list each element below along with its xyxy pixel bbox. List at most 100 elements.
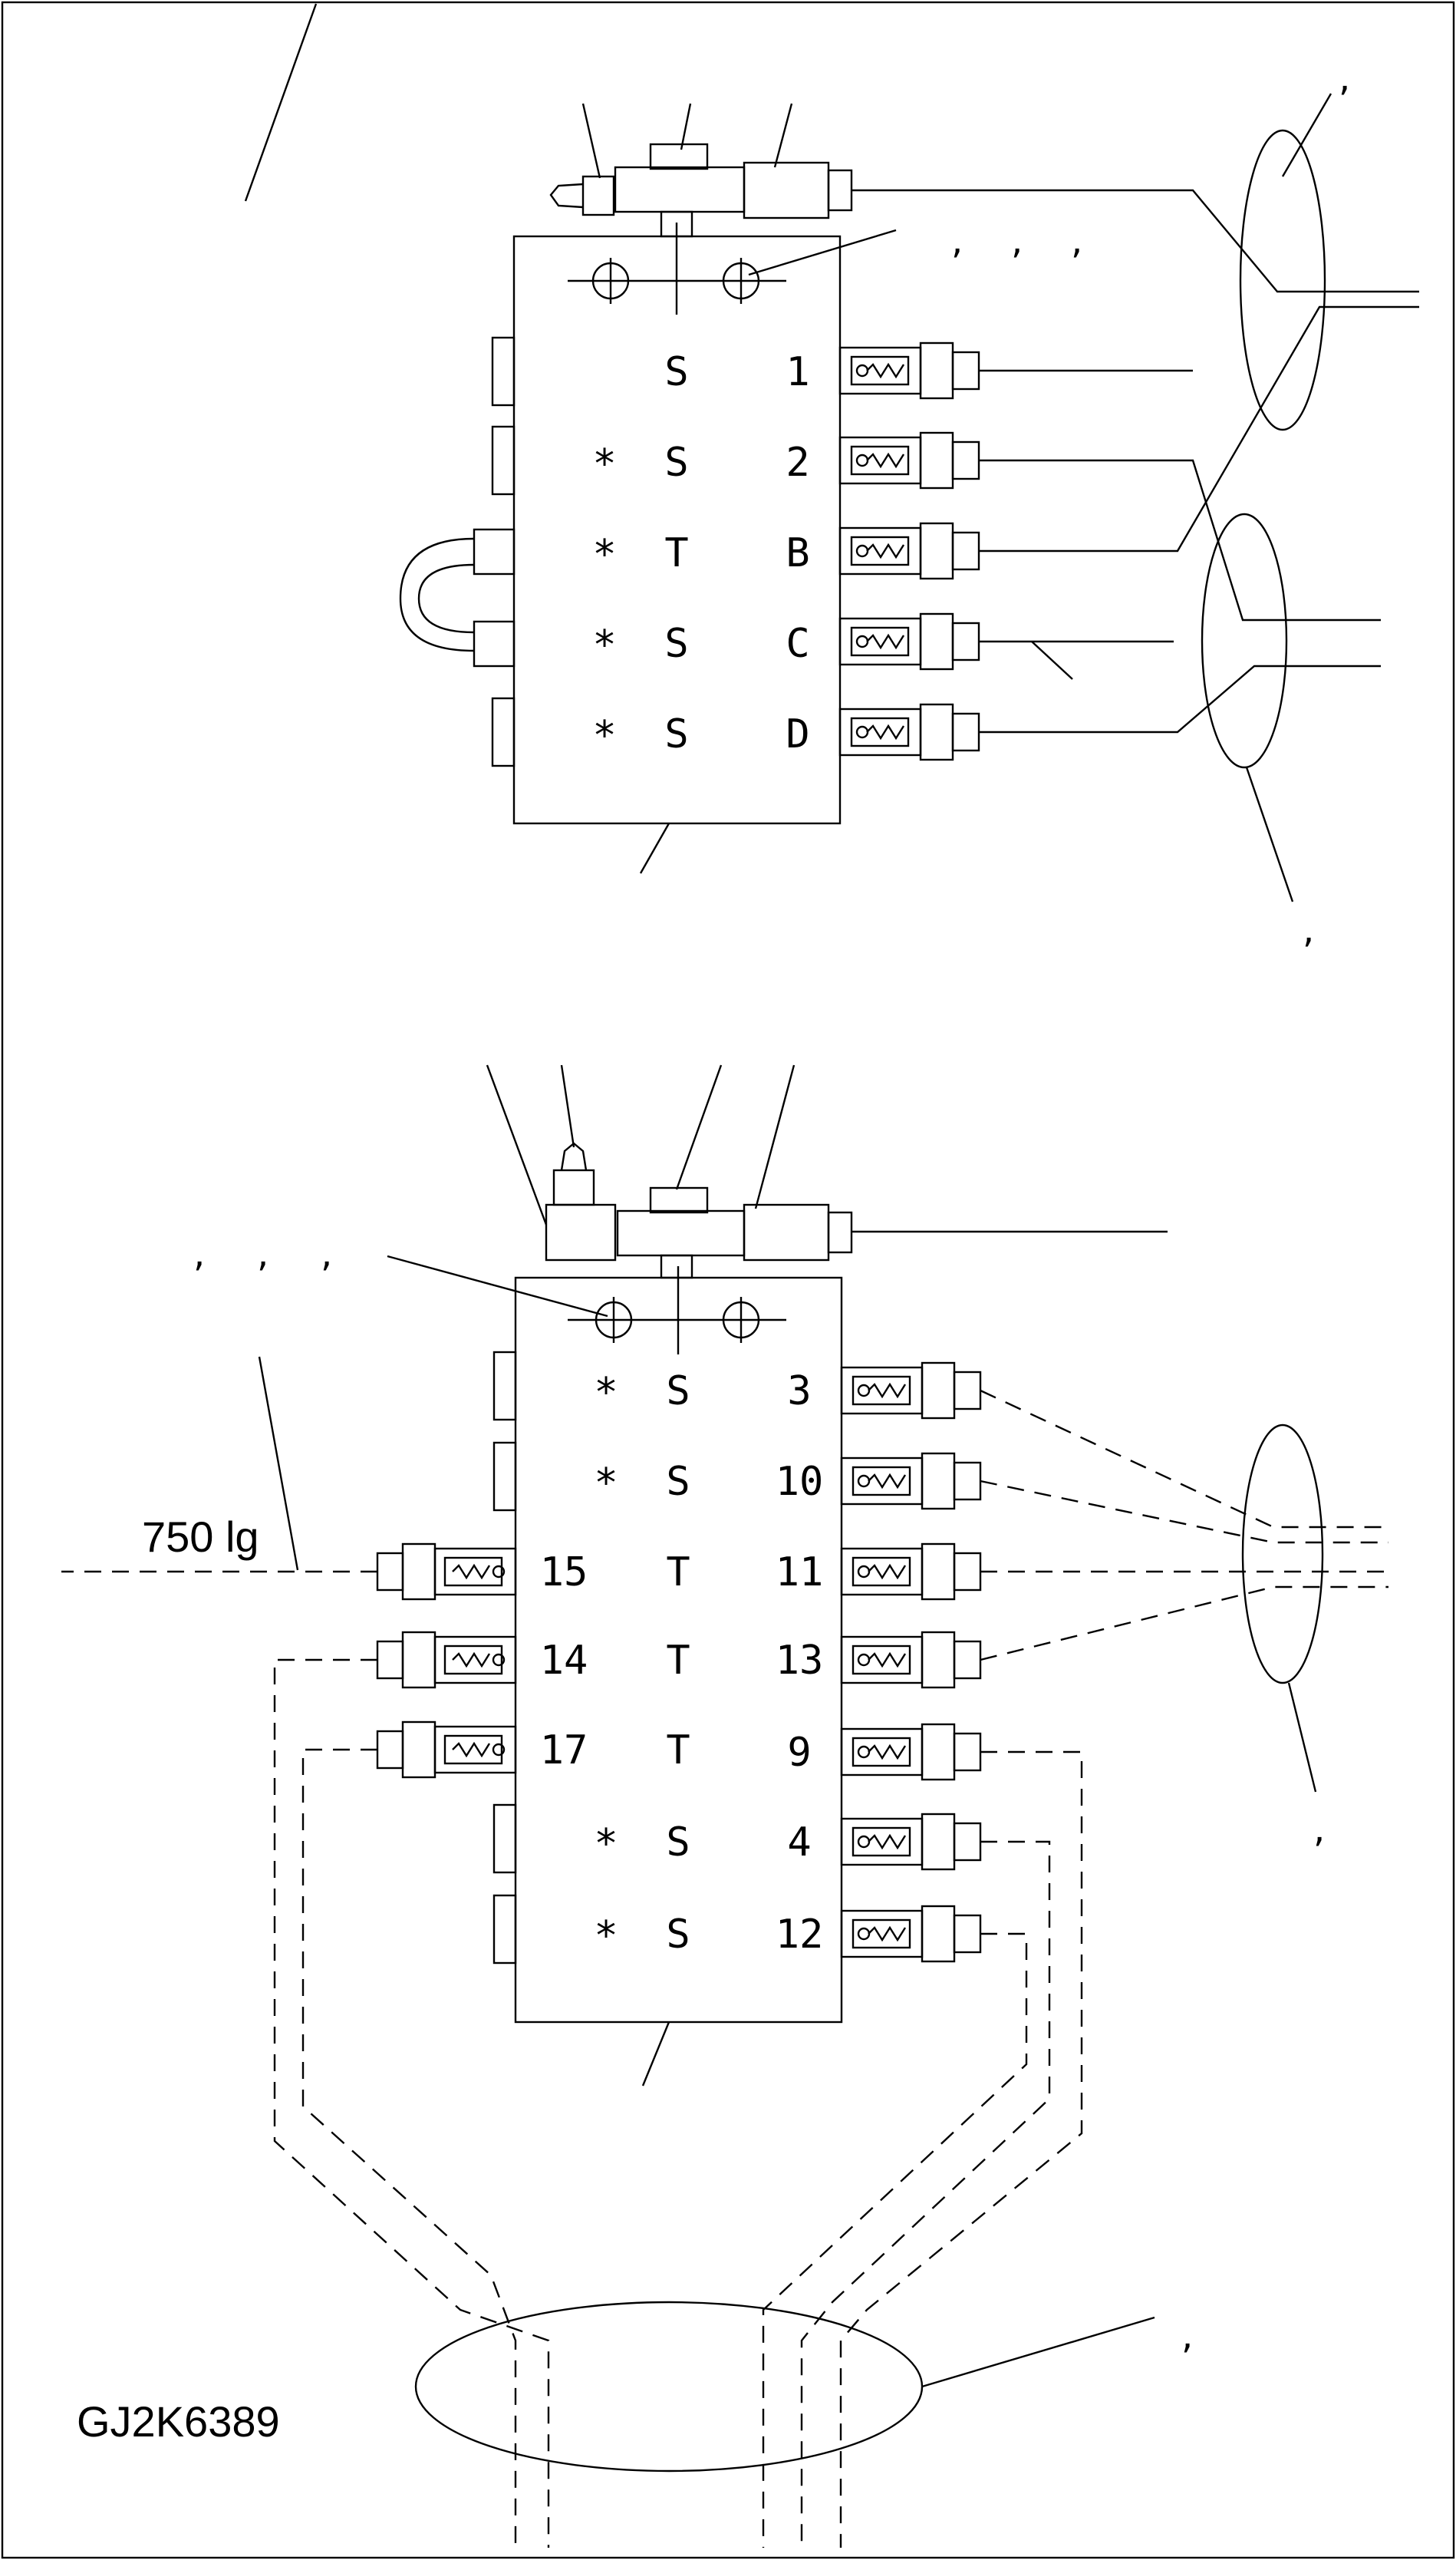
comma-mark: , bbox=[1071, 219, 1082, 262]
block-b-nipple-tip bbox=[560, 1142, 588, 1171]
leader bbox=[1245, 767, 1294, 902]
outlet-14 bbox=[376, 1631, 517, 1689]
outlet-label: C bbox=[786, 621, 809, 667]
comma-mark: , bbox=[1181, 2314, 1193, 2357]
outlet-label: 12 bbox=[776, 1912, 824, 1958]
comma-mark: , bbox=[257, 1232, 268, 1275]
block-b-top-stem bbox=[660, 1254, 693, 1279]
left-plug bbox=[491, 336, 516, 407]
row-center-mark: S bbox=[666, 1368, 690, 1414]
row-center-mark: S bbox=[664, 349, 688, 395]
clamp-ellipse bbox=[1201, 513, 1288, 769]
outlet-10 bbox=[840, 1452, 982, 1510]
block-a-nipple-tip bbox=[549, 183, 584, 209]
drawing-code: GJ2K6389 bbox=[77, 2397, 280, 2446]
leader bbox=[680, 103, 692, 150]
outlet-label: 11 bbox=[776, 1549, 824, 1595]
distribution-block-a: , , , bbox=[244, 3, 1082, 874]
row-center-mark: S bbox=[664, 621, 688, 667]
block-b-top-tee bbox=[616, 1209, 746, 1257]
block-a-grease-nipple bbox=[581, 175, 615, 216]
left-jumper-fitting bbox=[473, 528, 516, 576]
outlet-12 bbox=[840, 1905, 982, 1963]
outlet-label: 1 bbox=[786, 349, 809, 395]
left-plug bbox=[491, 425, 516, 496]
outlet-d bbox=[838, 703, 980, 761]
leader bbox=[486, 1064, 548, 1226]
leader bbox=[748, 229, 897, 276]
row-left-mark: * bbox=[594, 1370, 618, 1416]
row-left-label: 15 bbox=[540, 1549, 588, 1595]
block-b-top-nut bbox=[649, 1186, 709, 1214]
outlet-label: 10 bbox=[776, 1459, 824, 1505]
weight-label: 750 lg bbox=[142, 1513, 259, 1561]
outlet-label: D bbox=[786, 711, 809, 757]
outlet-label: 9 bbox=[787, 1730, 811, 1776]
block-a-outlet-fitting bbox=[743, 161, 830, 219]
row-center-mark: S bbox=[664, 440, 688, 486]
leader bbox=[1287, 1682, 1317, 1793]
row-left-mark: * bbox=[592, 441, 616, 487]
comma-mark: , bbox=[1339, 57, 1350, 100]
left-plug bbox=[491, 697, 516, 767]
outlet-1 bbox=[838, 341, 980, 400]
left-jumper-fitting bbox=[473, 620, 516, 668]
outlet-4 bbox=[840, 1813, 982, 1871]
outlet-label: 3 bbox=[787, 1368, 811, 1414]
outlet-13 bbox=[840, 1631, 982, 1689]
row-center-mark: S bbox=[666, 1912, 690, 1958]
leader bbox=[244, 3, 318, 202]
row-center-mark: T bbox=[666, 1638, 690, 1684]
leader bbox=[387, 1255, 608, 1318]
comma-mark: , bbox=[1303, 909, 1314, 952]
comma-mark: , bbox=[193, 1232, 205, 1275]
left-plug bbox=[492, 1441, 517, 1512]
comma-mark: , bbox=[1011, 219, 1023, 262]
row-left-mark: * bbox=[594, 1913, 618, 1959]
row-center-mark: T bbox=[666, 1727, 690, 1773]
clamp-ellipse bbox=[1241, 1424, 1324, 1684]
clamp-ellipse bbox=[414, 2301, 924, 2473]
block-a-top-nut bbox=[649, 143, 709, 170]
row-left-mark: * bbox=[592, 532, 616, 578]
lower-piping: 750 lg , , bbox=[61, 1356, 1388, 2548]
outlet-9 bbox=[840, 1723, 982, 1781]
outlet-label: B bbox=[786, 530, 809, 576]
outlet-17 bbox=[376, 1720, 517, 1779]
row-left-label: 17 bbox=[540, 1727, 588, 1773]
left-plug bbox=[492, 1894, 517, 1965]
comma-mark: , bbox=[1313, 1808, 1325, 1851]
upper-piping: , , bbox=[852, 57, 1419, 952]
row-left-mark: * bbox=[592, 713, 616, 759]
block-b-elbow bbox=[545, 1203, 617, 1262]
jumper-tube bbox=[399, 537, 475, 652]
leader bbox=[581, 103, 601, 179]
comma-mark: , bbox=[951, 219, 963, 262]
jumper-tube bbox=[417, 563, 475, 634]
clamp-ellipse bbox=[1239, 129, 1326, 431]
outlet-label: 4 bbox=[787, 1819, 811, 1866]
outlet-c bbox=[838, 612, 980, 671]
outlet-b bbox=[838, 522, 980, 580]
outlet-label: 13 bbox=[776, 1638, 824, 1684]
row-center-mark: S bbox=[664, 711, 688, 757]
outlet-label: 2 bbox=[786, 440, 809, 486]
row-left-mark: * bbox=[592, 622, 616, 668]
leader bbox=[258, 1356, 299, 1571]
row-left-label: 14 bbox=[540, 1638, 588, 1684]
row-center-mark: T bbox=[664, 530, 688, 576]
leader bbox=[1281, 93, 1332, 177]
row-center-mark: S bbox=[666, 1459, 690, 1505]
outlet-3 bbox=[840, 1361, 982, 1420]
distribution-block-b: , , , bbox=[193, 1064, 1168, 2087]
row-center-mark: T bbox=[666, 1549, 690, 1595]
leader bbox=[675, 1064, 723, 1190]
block-b-outlet-fitting bbox=[743, 1203, 830, 1262]
block-a-outlet-nut bbox=[827, 169, 853, 212]
comma-mark: , bbox=[321, 1232, 332, 1275]
leader bbox=[641, 2021, 670, 2087]
outlet-15 bbox=[376, 1542, 517, 1601]
leader bbox=[639, 823, 670, 874]
